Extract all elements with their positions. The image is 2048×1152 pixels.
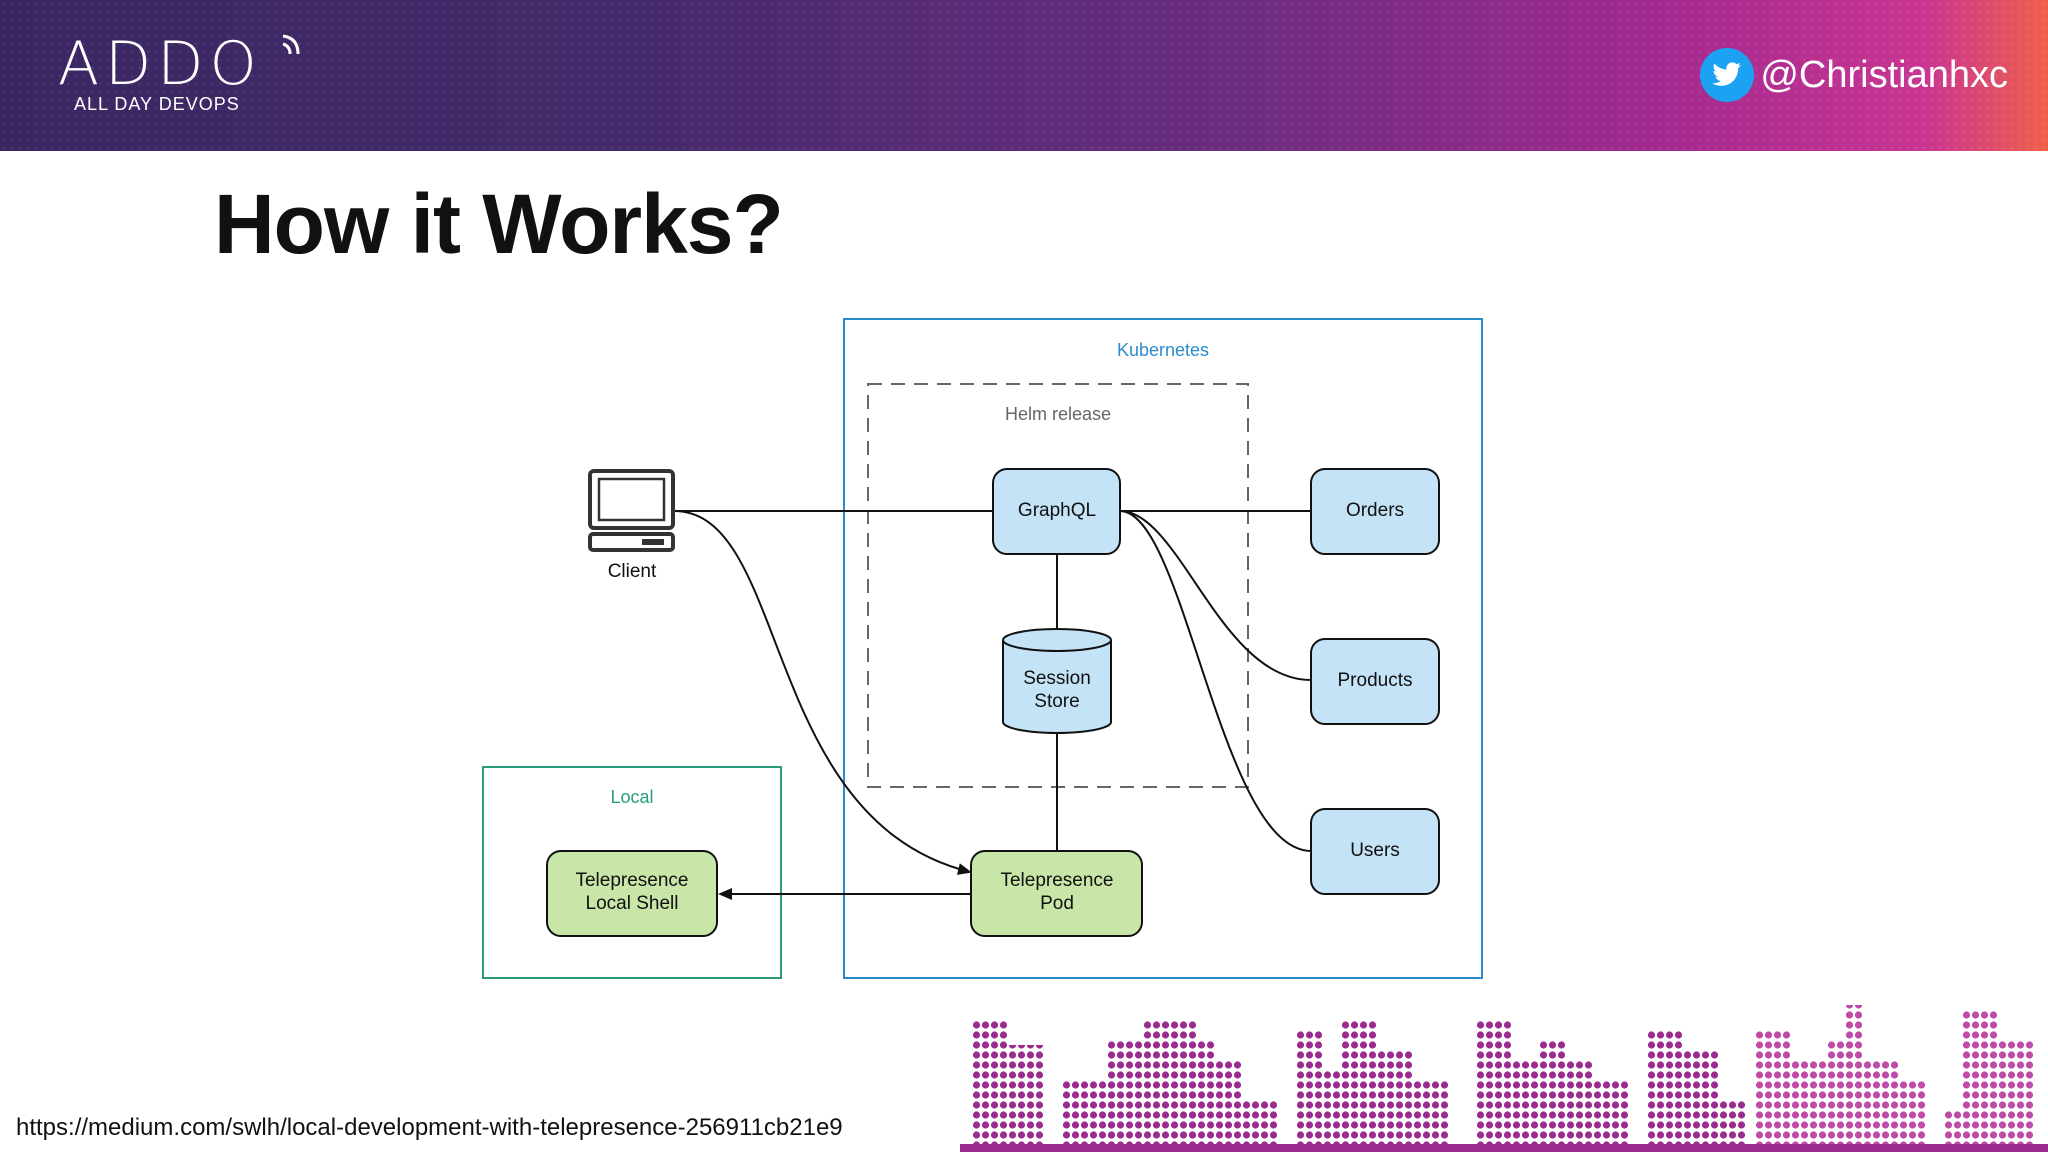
logo-word: ADDO: [58, 29, 263, 99]
session-store-label-2: Store: [1034, 691, 1079, 712]
session-store-node: Session Store: [1002, 628, 1112, 734]
products-node: Products: [1310, 638, 1440, 725]
local-group: [482, 766, 782, 979]
twitter-icon: [1700, 48, 1755, 102]
twitter-handle: @Christianhxc: [1700, 48, 2008, 102]
telepresence-shell-label-2: Local Shell: [586, 893, 679, 914]
kubernetes-group: [843, 318, 1483, 979]
source-url: https://medium.com/swlh/local-developmen…: [16, 1114, 843, 1141]
telepresence-pod-node: Telepresence Pod: [970, 850, 1143, 937]
client-label: Client: [608, 561, 657, 582]
users-label: Users: [1350, 840, 1400, 861]
telepresence-pod-label-2: Pod: [1040, 893, 1074, 914]
handle-text: @Christianhxc: [1760, 53, 2008, 96]
telepresence-shell-label-1: Telepresence: [575, 870, 688, 891]
graphql-label: GraphQL: [1018, 500, 1096, 521]
kubernetes-label: Kubernetes: [1117, 340, 1209, 360]
laptop-icon: [588, 469, 675, 552]
orders-node: Orders: [1310, 468, 1440, 555]
telepresence-pod-label-1: Telepresence: [1000, 870, 1113, 891]
equalizer-decoration: [960, 1005, 2048, 1152]
edge-graphql-products: [1119, 510, 1312, 681]
edge-client-pod: [673, 510, 972, 875]
slide-title: How it Works?: [214, 177, 784, 271]
edge-graphql-users: [1119, 510, 1312, 852]
session-store-label-1: Session: [1023, 668, 1091, 689]
helm-release-label: Helm release: [1005, 404, 1111, 424]
users-node: Users: [1310, 808, 1440, 895]
signal-waves-icon: [282, 34, 300, 55]
telepresence-shell-node: Telepresence Local Shell: [546, 850, 718, 937]
addo-logo: ADDO ALL DAY DEVOPS: [58, 29, 300, 115]
header-banner: ADDO ALL DAY DEVOPS @Christianhxc: [0, 0, 2048, 151]
connectors: [673, 510, 1312, 900]
client-node: Client: [588, 469, 675, 582]
graphql-node: GraphQL: [992, 468, 1121, 555]
logo-subtitle: ALL DAY DEVOPS: [74, 94, 240, 114]
local-label: Local: [610, 787, 653, 807]
orders-label: Orders: [1346, 500, 1404, 521]
products-label: Products: [1338, 670, 1413, 691]
